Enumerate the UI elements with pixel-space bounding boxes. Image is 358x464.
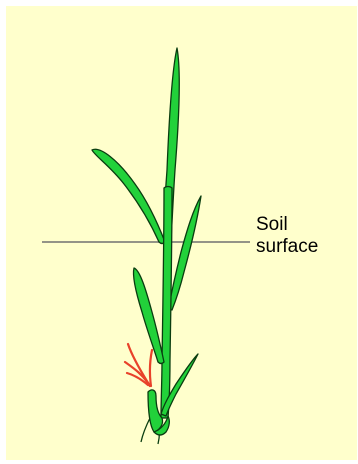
upper-left-leaf (92, 149, 165, 243)
basal-sheath (148, 390, 163, 432)
label-line-soil: Soil (256, 214, 318, 236)
soil-surface-label: Soil surface (256, 214, 318, 258)
main-stem (161, 187, 172, 419)
root-tip (141, 418, 150, 442)
red-root-tiller (125, 344, 152, 386)
lower-left-leaf (134, 268, 164, 364)
right-leaf (169, 196, 201, 310)
label-line-surface: surface (256, 236, 318, 258)
